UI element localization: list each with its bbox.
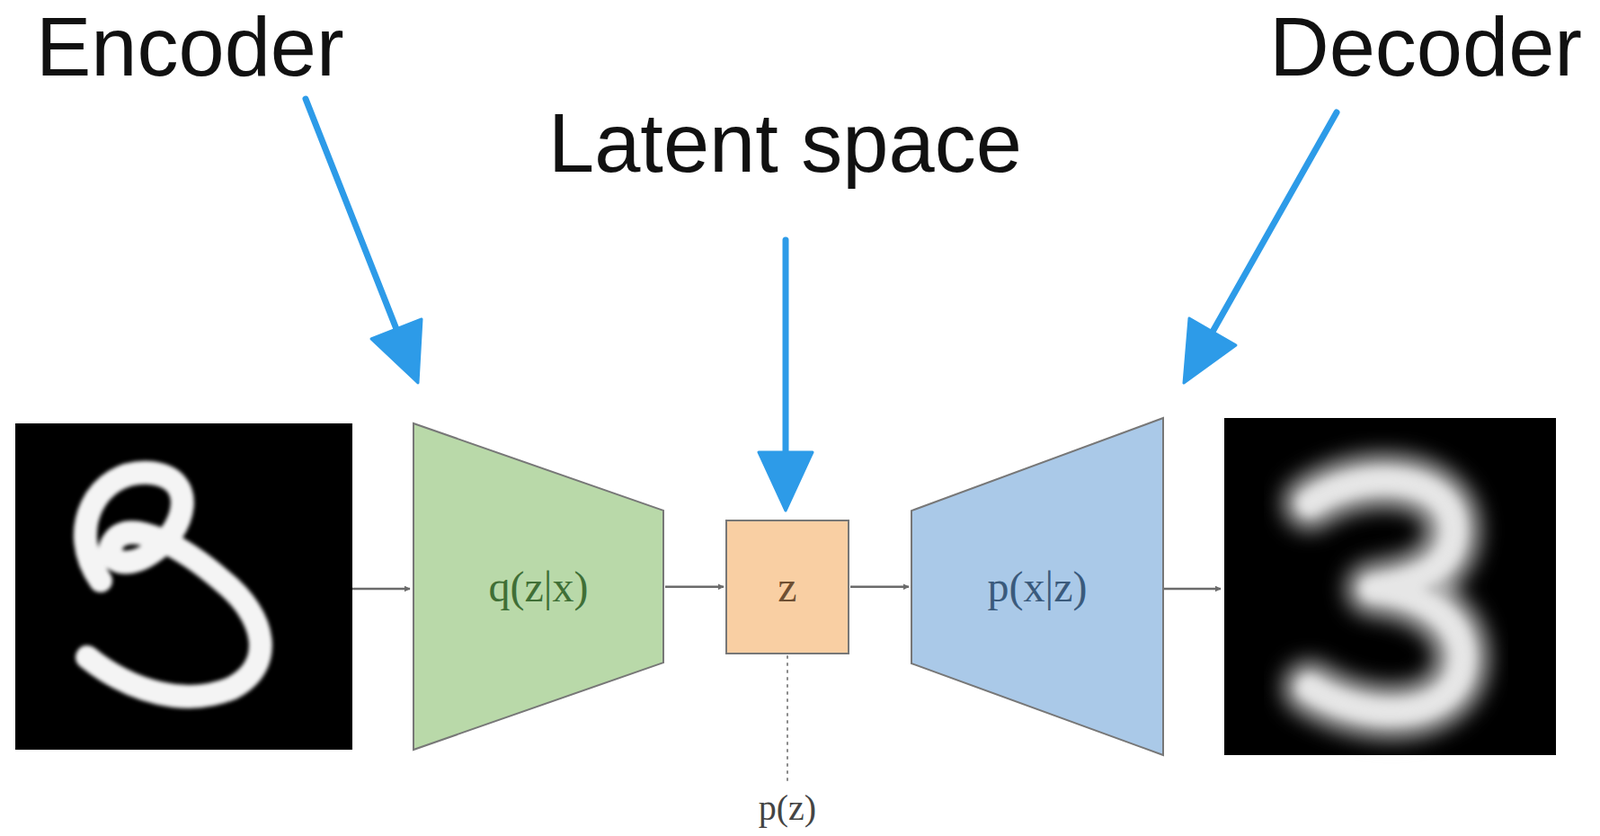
encoder-trapezoid: q(z|x) xyxy=(413,423,664,750)
connector-arrow xyxy=(850,586,909,589)
prior-dotted-line xyxy=(786,656,789,784)
input-arrow xyxy=(352,587,410,591)
decoder-label: Decoder xyxy=(1269,0,1583,96)
encoder-label: Encoder xyxy=(35,0,345,96)
node-text: q(z|x) xyxy=(488,561,589,612)
input-image xyxy=(15,423,353,750)
node-text: z xyxy=(777,561,797,612)
node-text: p(x|z) xyxy=(987,561,1088,612)
output-arrow xyxy=(1163,587,1221,591)
decoder-trapezoid: p(x|z) xyxy=(911,417,1164,756)
decoder-trapezoid-shape xyxy=(911,417,1164,756)
callout-arrow xyxy=(758,240,813,511)
prior-label: p(z) xyxy=(758,787,817,829)
connector-arrow xyxy=(665,586,724,589)
callout-arrow xyxy=(305,98,422,383)
latent-label: Latent space xyxy=(548,96,1023,192)
callout-arrow xyxy=(1183,112,1337,383)
encoder-trapezoid-shape xyxy=(413,423,664,750)
latent-box-shape xyxy=(726,520,849,654)
latent-box: z xyxy=(726,520,849,654)
output-image xyxy=(1224,417,1556,756)
